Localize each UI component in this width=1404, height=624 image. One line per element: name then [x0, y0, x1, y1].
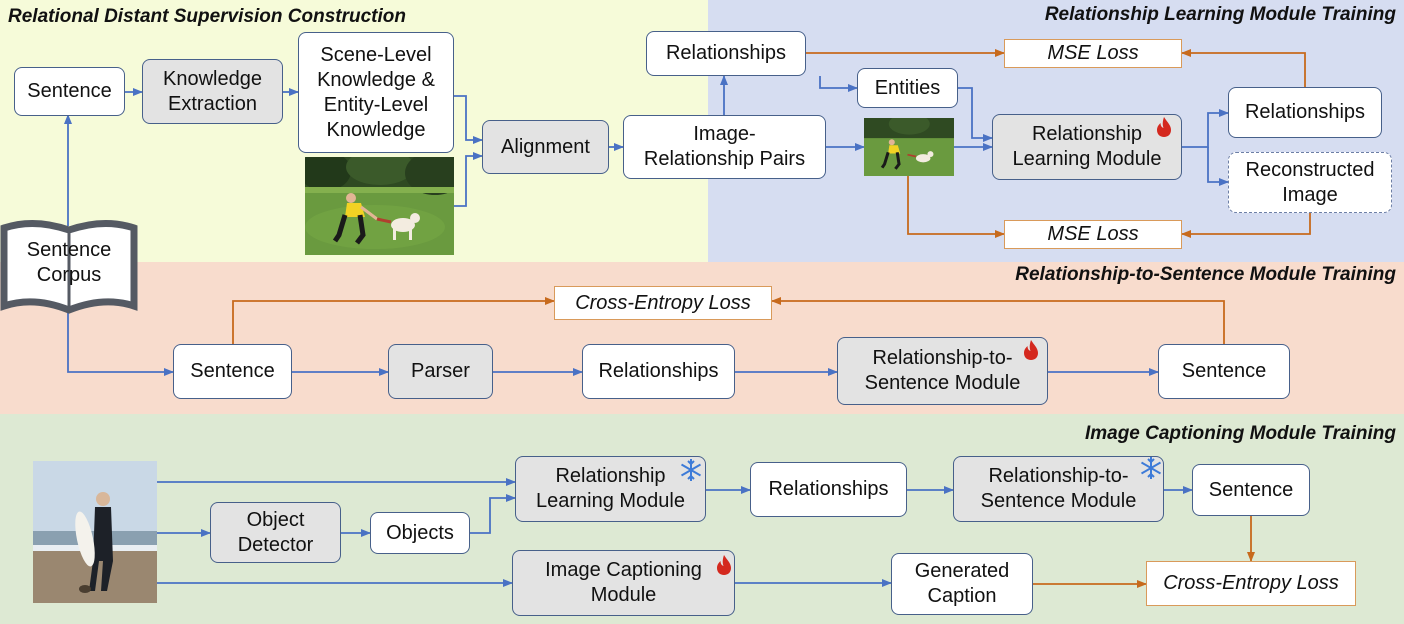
sentence-node-cap: Sentence [1192, 464, 1310, 516]
reconstructed-image-node: Reconstructed Image [1228, 152, 1392, 213]
sentence-node-r2s-input: Sentence [173, 344, 292, 399]
objects-node: Objects [370, 512, 470, 554]
title-relationship-learning: Relationship Learning Module Training [1044, 4, 1396, 25]
arrow-entities-to-rlm [958, 87, 993, 142]
relationships-node-top: Relationships [646, 31, 806, 76]
relationship-to-sentence-module-frozen: Relationship-to- Sentence Module [953, 456, 1164, 522]
image-relationship-pairs-node: Image- Relationship Pairs [623, 115, 826, 179]
photo-woman-dog-small [864, 118, 954, 176]
alignment-node: Alignment [482, 120, 609, 174]
arrow-photo-to-alignment [454, 152, 483, 207]
relationship-learning-module-frozen: Relationship Learning Module [515, 456, 706, 522]
photo-woman-dog [305, 157, 454, 255]
sentence-corpus-label: Sentence Corpus [26, 239, 112, 286]
relationship-to-sentence-module-train: Relationship-to- Sentence Module [837, 337, 1048, 405]
entities-node: Entities [857, 68, 958, 108]
arrow-out-to-mse-top [1181, 49, 1306, 87]
mse-loss-top: MSE Loss [1004, 39, 1182, 68]
relationships-node-r2s: Relationships [582, 344, 735, 399]
parser-node: Parser [388, 344, 493, 399]
relationships-output-node: Relationships [1228, 87, 1382, 138]
object-detector-node: Object Detector [210, 502, 341, 563]
cross-entropy-loss-r2s: Cross-Entropy Loss [554, 286, 772, 320]
arrow-sentence-to-ce-r2s [232, 297, 555, 344]
arrow-reconstructed-to-mse-bottom [1181, 213, 1311, 238]
sentence-node-r2s-output: Sentence [1158, 344, 1290, 399]
relationship-learning-module-train: Relationship Learning Module [992, 114, 1182, 180]
scene-entity-knowledge-node: Scene-Level Knowledge & Entity-Level Kno… [298, 32, 454, 153]
arrow-photo-to-mse-bottom [907, 176, 1005, 238]
flame-icon [716, 554, 732, 576]
generated-caption-node: Generated Caption [891, 553, 1033, 615]
flame-icon [1156, 116, 1172, 138]
title-relationship-to-sentence: Relationship-to-Sentence Module Training [1015, 264, 1396, 285]
title-image-captioning: Image Captioning Module Training [1084, 423, 1396, 444]
arrow-knowledge-to-alignment [454, 95, 483, 144]
snowflake-icon [678, 457, 704, 483]
open-book-icon [0, 218, 138, 314]
title-relational-supervision: Relational Distant Supervision Construct… [8, 6, 406, 27]
arrow-objects-to-rlm [470, 494, 516, 534]
flame-icon [1023, 339, 1039, 361]
sentence-node-top: Sentence [14, 67, 125, 116]
mse-loss-bottom: MSE Loss [1004, 220, 1182, 249]
arrow-output-to-ce-r2s [771, 297, 1225, 344]
image-captioning-module: Image Captioning Module [512, 550, 735, 616]
arrow-rlm-to-reconstructed [1207, 147, 1229, 186]
arrow-rlm-to-relationships [1182, 109, 1229, 148]
arrow-corpus-to-sentence-r2s [67, 312, 174, 376]
snowflake-icon [1138, 455, 1164, 481]
cross-entropy-loss-cap: Cross-Entropy Loss [1146, 561, 1356, 606]
arrow-relationships-to-entities [819, 76, 858, 92]
relationships-node-cap: Relationships [750, 462, 907, 517]
photo-surfer-beach [33, 461, 157, 603]
knowledge-extraction-node: Knowledge Extraction [142, 59, 283, 124]
